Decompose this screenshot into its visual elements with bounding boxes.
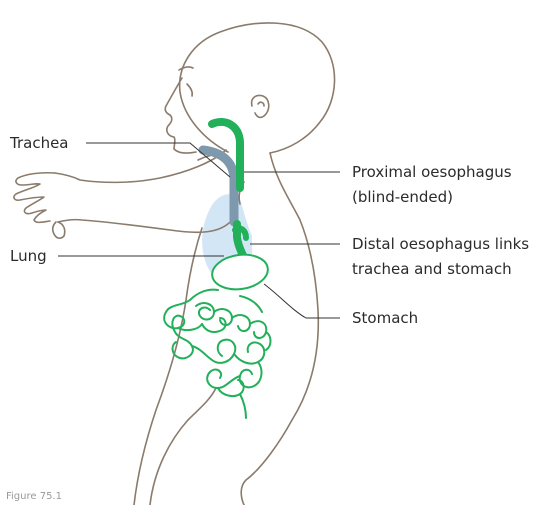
proximal-oesophagus-note: (blind-ended)	[352, 186, 453, 208]
stomach-leader	[264, 284, 340, 318]
stomach-label: Stomach	[352, 307, 418, 329]
distal-oesophagus-note: trachea and stomach	[352, 258, 512, 280]
lung-label: Lung	[10, 245, 47, 267]
intestines	[164, 290, 270, 418]
distal-oesophagus-label: Distal oesophagus links	[352, 233, 529, 255]
leader-lines	[58, 143, 340, 318]
trachea-label: Trachea	[10, 132, 69, 154]
figure-caption: Figure 75.1	[6, 491, 62, 502]
baby-outline	[14, 23, 335, 505]
proximal-oesophagus-label: Proximal oesophagus	[352, 161, 512, 183]
